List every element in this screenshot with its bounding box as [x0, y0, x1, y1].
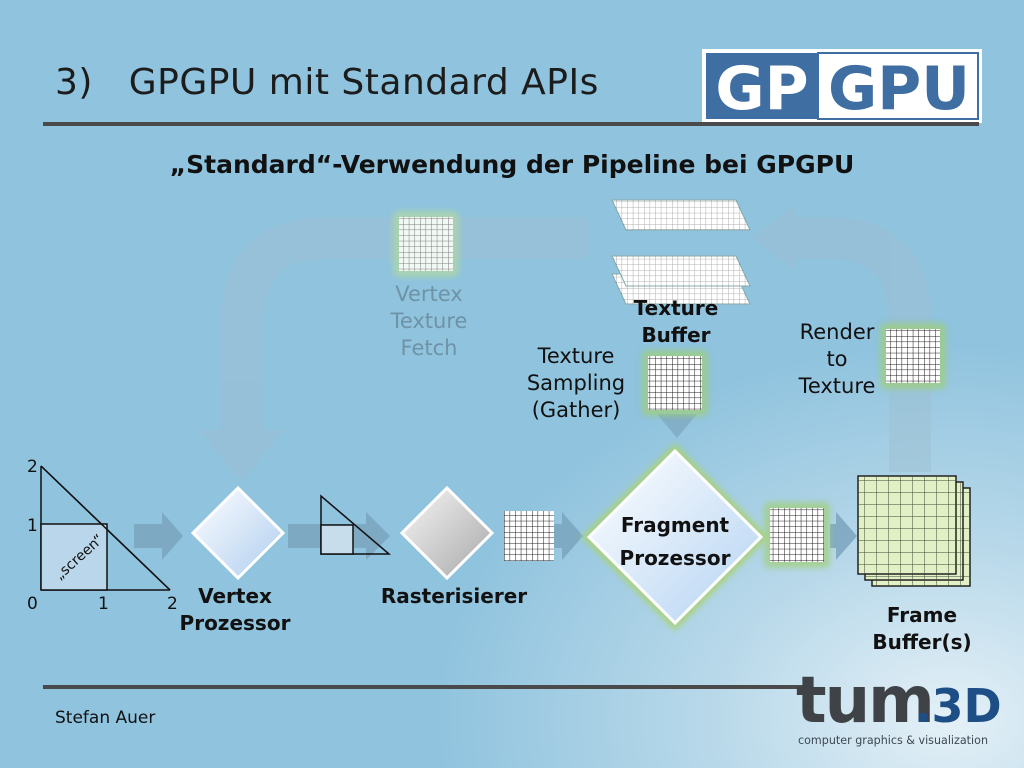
slide-title: 3) GPGPU mit Standard APIs	[55, 62, 599, 103]
title-rule	[43, 122, 979, 126]
texture-buffer-stack-icon	[611, 199, 751, 305]
vertex-texture-fetch-grid	[393, 211, 459, 277]
frame-buffer-stack-icon	[857, 475, 971, 587]
gpgpu-logo-part2: GPU	[828, 54, 970, 123]
arrow-to-vertex	[134, 512, 183, 560]
render-to-texture-grid	[880, 323, 946, 389]
gpgpu-logo-part1: GP	[715, 54, 808, 123]
author-name: Stefan Auer	[55, 708, 156, 728]
texture-buffer-label: Texture Buffer	[633, 296, 719, 347]
vertex-texture-fetch-label: Vertex Texture Fetch	[390, 282, 468, 360]
texture-sampling-label: Texture Sampling (Gather)	[526, 344, 626, 422]
gpgpu-logo: GP GPU	[702, 49, 982, 123]
x-tick-0: 0	[27, 594, 38, 614]
tum3d-logo-tum: tum	[796, 664, 933, 738]
fragment-processor-diamond	[581, 443, 769, 631]
tum3d-logo-tagline: computer graphics & visualization	[798, 733, 988, 747]
tum3d-logo-suffix: .3D	[914, 679, 1002, 733]
primitive-triangle-icon	[320, 494, 392, 555]
frame-buffer-label: Frame Buffer(s)	[872, 603, 972, 654]
rasterizer-label: Rasterisierer	[380, 584, 528, 608]
arrow-to-framebuffer	[830, 512, 857, 560]
fragment-processor-label: Fragment Prozessor	[619, 513, 731, 570]
render-to-texture-label: Render to Texture	[798, 320, 876, 398]
y-tick-2: 2	[27, 457, 38, 477]
feedback-arrow	[200, 205, 931, 482]
rasterizer-diamond	[399, 485, 495, 581]
footer-rule	[43, 685, 803, 689]
x-tick-1: 1	[98, 594, 109, 614]
arrow-to-fragment	[552, 512, 583, 560]
vertex-processor-diamond	[190, 485, 286, 581]
slide-subtitle: „Standard“-Verwendung der Pipeline bei G…	[169, 150, 855, 179]
arrow-texture-to-fragment	[657, 414, 697, 438]
x-tick-2: 2	[167, 594, 178, 614]
y-tick-1: 1	[27, 516, 38, 536]
raster-output-grid	[504, 511, 554, 561]
screen-plot: „screen“	[40, 465, 171, 591]
tum3d-logo: tum .3D computer graphics & visualizatio…	[796, 664, 1002, 747]
fragment-output-grid	[764, 502, 830, 568]
vertex-processor-label: Vertex Prozessor	[179, 584, 291, 635]
texture-sampling-grid	[642, 350, 708, 416]
